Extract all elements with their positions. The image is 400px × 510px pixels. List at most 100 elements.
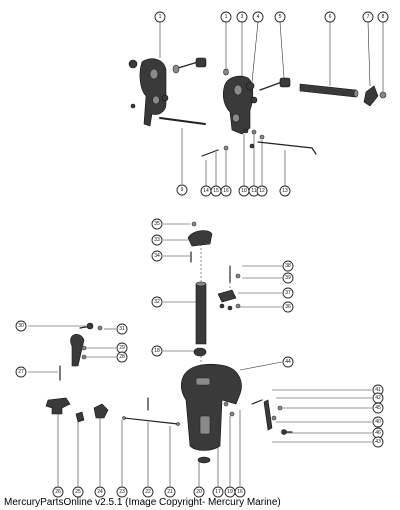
long-tie-rod <box>122 397 180 426</box>
svg-text:41: 41 <box>375 387 381 393</box>
svg-text:39: 39 <box>285 275 291 281</box>
callout-9: 9 <box>176 184 188 196</box>
svg-text:27: 27 <box>18 369 24 375</box>
svg-text:12: 12 <box>259 188 265 194</box>
left-stud-rod <box>159 117 206 125</box>
svg-text:32: 32 <box>154 299 160 305</box>
callout-12: 12 <box>256 185 268 197</box>
callout-6: 6 <box>324 11 336 23</box>
callout-13: 13 <box>279 185 291 197</box>
callout-35: 35 <box>151 218 163 230</box>
callout-23: 23 <box>116 486 128 498</box>
callout-29: 29 <box>116 342 128 354</box>
callout-39: 39 <box>282 272 294 284</box>
svg-text:40: 40 <box>375 419 381 425</box>
callout-16b: 16 <box>234 486 246 498</box>
svg-text:34: 34 <box>154 253 160 259</box>
lower-leader-lines <box>28 223 372 486</box>
right-clamp-bracket <box>222 68 258 135</box>
svg-text:3: 3 <box>241 14 244 20</box>
callout-4: 4 <box>252 11 264 23</box>
callout-14: 14 <box>200 185 212 197</box>
svg-text:44: 44 <box>285 359 291 365</box>
svg-text:16: 16 <box>223 188 229 194</box>
svg-text:5: 5 <box>279 14 282 20</box>
callout-43: 43 <box>372 436 384 448</box>
svg-text:13: 13 <box>282 188 288 194</box>
svg-text:18: 18 <box>154 348 160 354</box>
svg-text:30: 30 <box>18 323 24 329</box>
svg-text:6: 6 <box>329 14 332 20</box>
svg-text:42: 42 <box>375 395 381 401</box>
svg-text:25: 25 <box>75 489 81 495</box>
throttle-link-group <box>217 265 241 311</box>
svg-text:38: 38 <box>285 263 291 269</box>
left-tilt-handle <box>172 57 207 74</box>
callout-19: 19 <box>224 486 236 498</box>
svg-text:9: 9 <box>181 187 184 193</box>
callout-38: 38 <box>282 260 294 272</box>
callout-46: 46 <box>372 427 384 439</box>
svg-text:29: 29 <box>119 345 125 351</box>
svg-text:37: 37 <box>285 290 291 296</box>
callout-10: 10 <box>238 185 250 197</box>
svg-text:35: 35 <box>154 221 160 227</box>
callout-25: 25 <box>72 486 84 498</box>
swivel-bracket <box>180 363 242 464</box>
callout-21: 21 <box>164 486 176 498</box>
callout-34: 34 <box>151 250 163 262</box>
callout-7: 7 <box>362 11 374 23</box>
svg-text:33: 33 <box>154 237 160 243</box>
svg-text:15: 15 <box>213 188 219 194</box>
callout-40: 40 <box>372 416 384 428</box>
callout-3: 3 <box>236 11 248 23</box>
callout-45: 45 <box>372 402 384 414</box>
swivel-tube <box>299 83 359 98</box>
svg-text:31: 31 <box>119 326 125 332</box>
svg-text:22: 22 <box>145 489 151 495</box>
callout-37: 37 <box>282 287 294 299</box>
callout-33: 33 <box>151 234 163 246</box>
callout-16: 16 <box>220 185 232 197</box>
svg-text:28: 28 <box>119 354 125 360</box>
svg-text:24: 24 <box>97 489 103 495</box>
svg-text:7: 7 <box>367 14 370 20</box>
svg-text:16: 16 <box>237 489 243 495</box>
steering-arm-cap <box>187 221 213 263</box>
callout-22: 22 <box>142 486 154 498</box>
lower-bracket-clips <box>45 397 109 423</box>
tilt-lock-lever-group <box>251 399 293 435</box>
svg-text:14: 14 <box>203 188 209 194</box>
callout-20: 20 <box>193 486 205 498</box>
callout-18: 18 <box>151 345 163 357</box>
callout-31: 31 <box>116 323 128 335</box>
svg-text:1: 1 <box>159 14 162 20</box>
svg-text:11: 11 <box>251 188 256 194</box>
upper-leader-lines <box>159 21 384 186</box>
callout-24: 24 <box>94 486 106 498</box>
steering-tube <box>193 281 207 357</box>
svg-text:46: 46 <box>375 430 381 436</box>
callout-17: 17 <box>212 486 224 498</box>
copyright-caption: MercuryPartsOnline v2.5.1 (Image Copyrig… <box>4 497 281 508</box>
right-tilt-handle <box>259 77 291 91</box>
callout-36: 36 <box>282 301 294 313</box>
callout-1: 1 <box>154 11 166 23</box>
svg-text:21: 21 <box>167 489 173 495</box>
svg-text:1: 1 <box>225 14 228 20</box>
callout-44: 44 <box>282 356 294 368</box>
callout-27: 27 <box>15 366 27 378</box>
callout-1b: 1 <box>220 11 232 23</box>
svg-text:4: 4 <box>257 14 260 20</box>
svg-text:8: 8 <box>382 14 385 20</box>
adjustment-rod <box>257 141 317 155</box>
callout-30: 30 <box>15 320 27 332</box>
callout-8: 8 <box>377 11 389 23</box>
callout-28: 28 <box>116 351 128 363</box>
cable-guide-group <box>59 322 103 381</box>
lock-lever <box>363 85 387 107</box>
svg-text:26: 26 <box>55 489 61 495</box>
svg-text:10: 10 <box>241 188 247 194</box>
svg-text:43: 43 <box>375 439 381 445</box>
